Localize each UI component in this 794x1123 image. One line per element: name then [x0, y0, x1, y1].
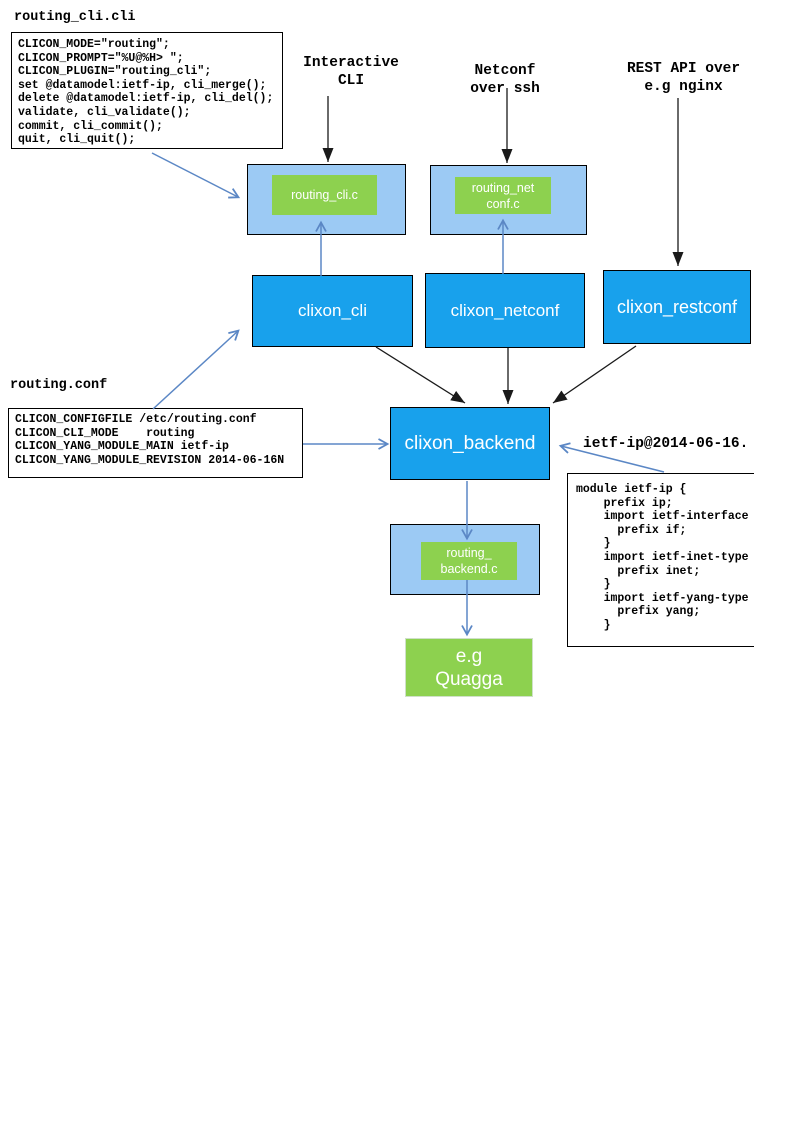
plugin-container-backend: routing_ backend.c	[390, 524, 540, 595]
annotation-netconf-over-ssh: Netconf over ssh	[470, 63, 540, 97]
file-title-routing-cli: routing_cli.cli	[14, 10, 136, 25]
arrow-restconf-to-backend	[552, 345, 637, 404]
code-box-routing-conf: CLICON_CONFIGFILE /etc/routing.conf CLIC…	[8, 408, 303, 478]
plugin-container-cli: routing_cli.c	[247, 164, 406, 235]
yang-file-label: ietf-ip@2014-06-16.	[583, 436, 749, 452]
process-box-clixon-restconf: clixon_restconf	[603, 270, 751, 344]
code-box-yang-module: module ietf-ip { prefix ip; import ietf-…	[567, 473, 754, 647]
external-box-quagga: e.g Quagga	[405, 638, 533, 697]
arrow-cli-to-backend	[375, 346, 466, 404]
process-box-clixon-cli: clixon_cli	[252, 275, 413, 347]
plugin-container-netconf: routing_net conf.c	[430, 165, 587, 235]
plugin-box-routing-cli-c: routing_cli.c	[272, 175, 377, 215]
code-box-routing-cli: CLICON_MODE="routing"; CLICON_PROMPT="%U…	[11, 32, 283, 149]
annotation-interactive-cli: Interactive CLI	[303, 55, 399, 89]
plugin-box-routing-backend-c: routing_ backend.c	[421, 542, 517, 580]
process-box-clixon-netconf: clixon_netconf	[425, 273, 585, 348]
annotation-rest-api-nginx: REST API over e.g nginx	[626, 61, 741, 95]
process-box-clixon-backend: clixon_backend	[390, 407, 550, 480]
arrow-conf-to-clixoncli	[152, 329, 240, 410]
arrow-clifile-to-cli-plugin	[151, 152, 241, 199]
plugin-box-routing-netconf-c: routing_net conf.c	[455, 177, 551, 214]
file-title-routing-conf: routing.conf	[10, 378, 108, 393]
